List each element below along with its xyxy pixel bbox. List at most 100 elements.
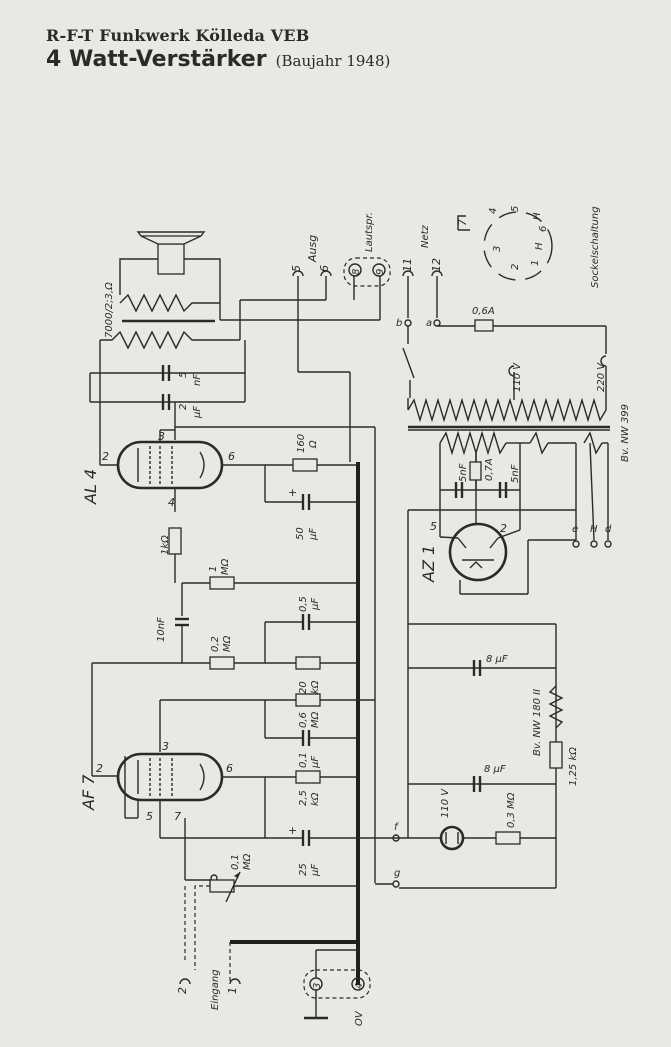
rectifier-input-network: 5nF 0,7A 5nF — [407, 453, 576, 838]
c-05uf-unit: μF — [310, 598, 321, 611]
r-02m-value: 0,2 — [210, 636, 221, 652]
heater-terminals: e H d — [572, 442, 612, 548]
socket-pin-b: 5 — [510, 206, 521, 212]
r-25k-unit: kΩ — [310, 792, 321, 806]
terminal-e-label: e — [572, 524, 578, 535]
terminal-12-label: 12 — [430, 258, 443, 272]
az1-pin-5: 5 — [430, 520, 437, 533]
af7-pin-6: 6 — [226, 762, 233, 775]
r-25k-value: 2,5 — [298, 790, 309, 806]
socket-pin-c: H — [532, 212, 543, 220]
c-25uf-unit: μF — [310, 864, 321, 877]
terminal-4-label: 4 — [354, 983, 365, 989]
mains-220-label: 220 V — [596, 362, 607, 392]
fuse-07a — [469, 461, 482, 481]
af7-screen-network: 0,6 MΩ 0,1 μF — [159, 693, 375, 769]
r-1m-value: 1 — [208, 566, 219, 572]
terminal-6-label: 6 — [318, 265, 331, 272]
terminal-3-label: 3 — [312, 983, 323, 989]
model-year: (Baujahr 1948) — [275, 52, 391, 70]
mains-transformer: 110 V 220 V Bv. NW 399 — [407, 355, 631, 540]
al4-grid-network: 1kΩ 1 MΩ 10nF — [156, 527, 358, 663]
terminal-8-label: 8 — [351, 269, 362, 275]
output-wiring — [175, 276, 381, 883]
c-rect-5nf-b: 5nF — [510, 464, 521, 483]
c-2uf-value: 2 — [178, 404, 189, 410]
c50-plus: + — [288, 486, 297, 499]
terminal-g-label: g — [394, 868, 400, 879]
af7-pin-2: 2 — [96, 762, 103, 775]
trafo-label: Bv. NW 399 — [620, 404, 631, 462]
az1-label: AZ 1 — [419, 545, 438, 583]
socket-pin-e: H — [534, 242, 545, 250]
terminal-11-label: 11 — [401, 258, 414, 272]
c-2uf-unit: μF — [192, 406, 203, 419]
model-title: 4 Watt-Verstärker (Baujahr 1948) — [46, 47, 390, 72]
terminal-b-label: b — [396, 318, 402, 329]
terminal-H-label: H — [590, 524, 598, 535]
terminal-ausg: 5 6 Ausg — [290, 235, 332, 277]
c-50uf-value: 50 — [295, 527, 306, 540]
terminal-1-label: 1 — [226, 987, 239, 994]
socket-pin-f: 1 — [530, 260, 541, 266]
choke-label: Bv. NW 180 II — [532, 689, 543, 756]
al4-anode-network: 5 nF 2 μF — [89, 340, 246, 462]
speaker-icon — [119, 231, 221, 300]
al4-pin-4: 4 — [168, 496, 175, 509]
c-8uf-1-label: 8 μF — [486, 654, 508, 665]
socket-pin-a: 4 — [488, 208, 499, 214]
input-connector: 2 1 Eingang — [176, 885, 241, 1010]
af7-pin-3: 3 — [162, 740, 169, 753]
pot-value: 0,1 — [230, 854, 241, 870]
glow-lamp: 110 V 0,3 MΩ f g — [375, 788, 556, 889]
mains-110-label: 110 V — [512, 362, 523, 392]
c-8uf-2-label: 8 μF — [484, 764, 506, 775]
netz-label: Netz — [420, 224, 431, 248]
socket-pin-d: 6 — [538, 226, 549, 232]
r-20k-unit: kΩ — [310, 680, 321, 694]
c-10nf-label: 10nF — [156, 617, 167, 642]
ground-bus — [230, 462, 360, 985]
r-06m-unit: MΩ — [310, 711, 321, 728]
power-switch — [402, 347, 415, 379]
supply-filter: 8 μF 8 μF Bv. NW 180 II 1,25 kΩ — [408, 623, 579, 888]
netz-terminals: 11 12 Netz b a 0,6A — [396, 224, 607, 398]
output-transformer: 7000/2;3,Ω — [100, 282, 240, 350]
terminal-f-label: f — [394, 822, 399, 833]
af7-pin-7: 7 — [174, 810, 181, 823]
c-5nf-value: 5 — [178, 372, 189, 378]
socket-pin-top: 7 — [456, 219, 469, 226]
al4-pin-6: 6 — [228, 450, 235, 463]
volume-potentiometer: 0,1 MΩ — [184, 818, 358, 903]
fuse-06a-label: 0,6A — [472, 306, 495, 317]
fuse-06a — [474, 319, 494, 332]
r-03m-label: 0,3 MΩ — [506, 792, 517, 828]
terminal-5-label: 5 — [290, 265, 303, 272]
model-name: 4 Watt-Verstärker — [46, 47, 267, 72]
terminal-2-label: 2 — [176, 987, 189, 994]
az1-pin-2: 2 — [500, 522, 507, 535]
c-05uf-value: 0,5 — [298, 596, 309, 612]
c-01uf-value: 0,1 — [298, 752, 309, 768]
tube-socket-diagram: 7 4 5 H 6 H 1 2 3 Sockelschaltung — [456, 206, 601, 288]
fuse-07a-label: 0,7A — [484, 458, 495, 481]
r-06m-value: 0,6 — [298, 712, 309, 728]
terminal-9-label: 9 — [375, 269, 386, 275]
c-5nf-unit: nF — [192, 374, 203, 386]
af7-pin-5: 5 — [146, 810, 153, 823]
al4-pin-3: 3 — [158, 430, 165, 443]
az1-rectifier-tube: 5 2 AZ 1 — [419, 520, 576, 595]
r-160-unit: Ω — [308, 440, 319, 449]
r-160-value: 160 — [296, 434, 307, 453]
manufacturer-title: R-F-T Funkwerk Kölleda VEB — [46, 26, 310, 45]
speaker-trafo-label: 7000/2;3,Ω — [104, 282, 115, 338]
ausg-label: Ausg — [306, 235, 319, 263]
r-1k-label: 1kΩ — [160, 535, 171, 555]
socket-pin-g: 2 — [510, 264, 521, 270]
c-50uf-unit: μF — [308, 528, 319, 541]
c-01uf-unit: μF — [310, 756, 321, 769]
ov-label: OV — [354, 1010, 365, 1026]
pot-unit: MΩ — [242, 853, 253, 870]
lautspr-label: Lautspr. — [364, 212, 375, 252]
af7-anode-network: 0,5 μF 0,2 MΩ 20 kΩ — [91, 596, 358, 776]
